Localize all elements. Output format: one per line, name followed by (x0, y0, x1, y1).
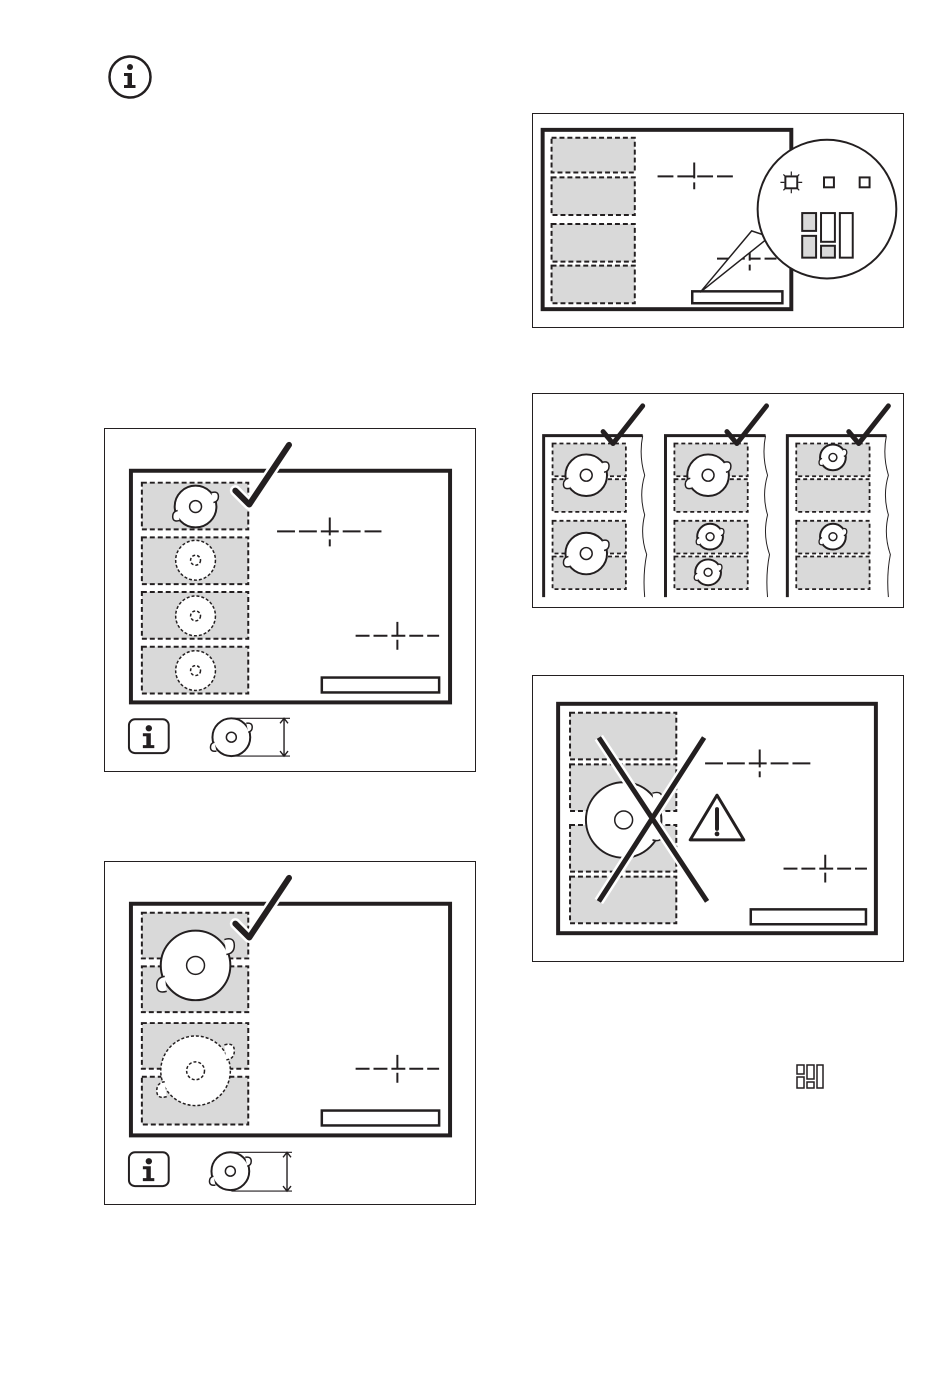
figure-wrong-placement (532, 675, 904, 962)
figure-bridge-display (532, 113, 904, 328)
placement-panel-b (665, 406, 769, 597)
info-square-icon (129, 1152, 169, 1186)
pot-diameter-icon (210, 718, 290, 756)
figure-large-pot-zone (104, 861, 476, 1205)
placement-panel-c (787, 406, 890, 597)
info-square-icon (129, 719, 169, 753)
bridge-zone-icon (802, 213, 853, 258)
pot-icon (173, 486, 219, 528)
figure-pot-placement-options (532, 393, 904, 608)
figure-single-pot-front-zone (104, 428, 476, 772)
checkmark-icon (603, 406, 643, 444)
pot-diameter-icon (209, 1152, 292, 1191)
checkmark-icon (727, 406, 767, 444)
bridge-zone-symbol-icon (796, 1064, 824, 1090)
checkmark-icon (849, 406, 889, 444)
cooking-zone-indicator-icon (780, 171, 802, 193)
info-circle-icon (107, 54, 153, 100)
placement-panel-a (544, 406, 647, 597)
